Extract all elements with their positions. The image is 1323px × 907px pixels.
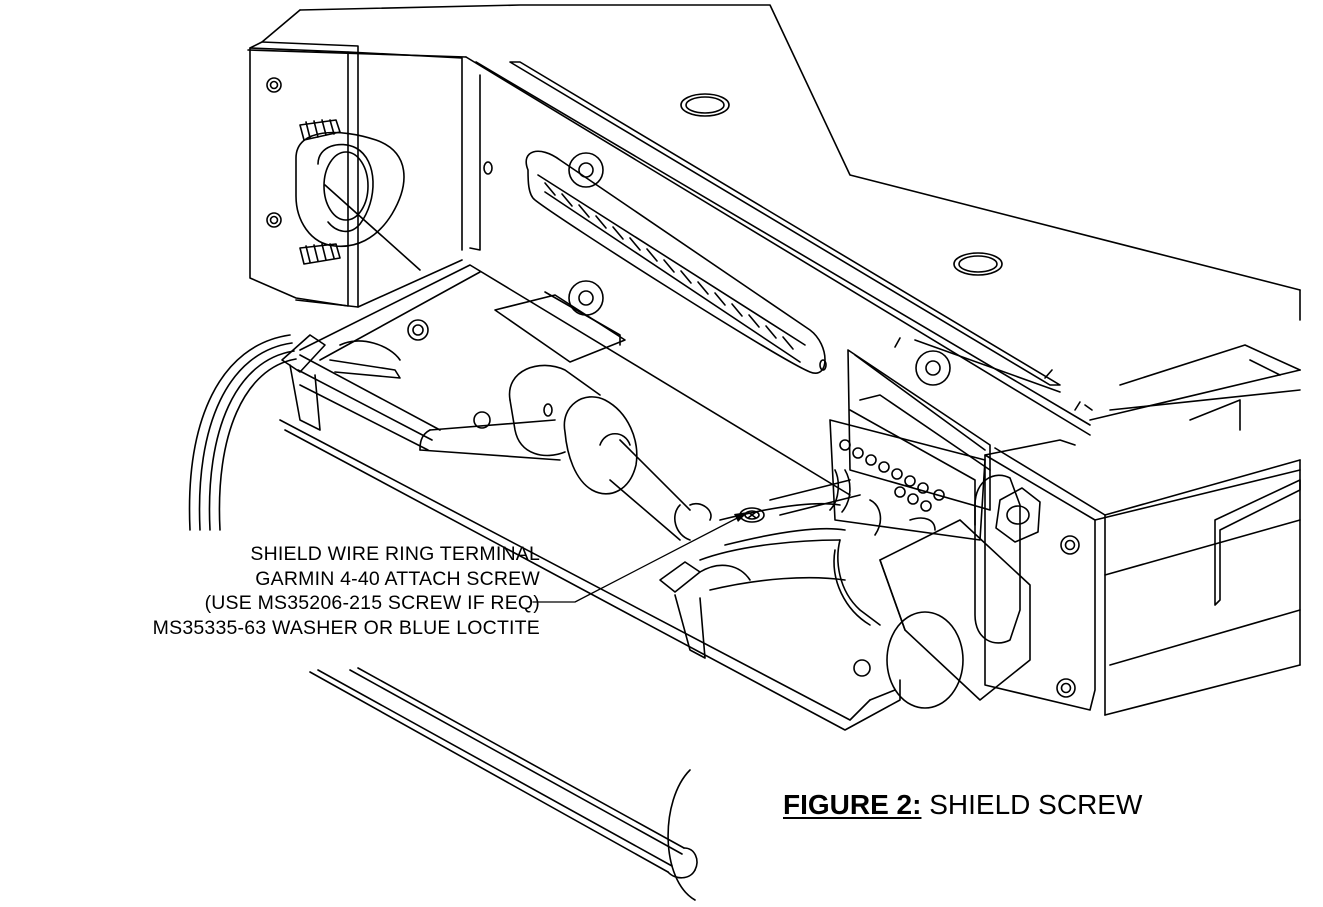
front-bezel [984, 439, 1301, 716]
callout-text: SHIELD WIRE RING TERMINAL GARMIN 4-40 AT… [100, 542, 540, 640]
multipin-connector [829, 349, 991, 541]
left-bracket [249, 41, 463, 308]
callout-leader [532, 513, 746, 603]
callout-line-1: SHIELD WIRE RING TERMINAL [250, 543, 540, 565]
cable-tie-1 [281, 334, 326, 431]
lower-wires [309, 667, 698, 901]
tray-floor [279, 264, 901, 731]
leader-arrowhead [734, 512, 748, 522]
coax-cable [419, 364, 712, 541]
figure-label: FIGURE 2: [783, 789, 922, 820]
shield-cable [699, 479, 861, 591]
callout-line-3: (USE MS35206-215 SCREW IF REQ) [204, 592, 540, 614]
rear-connector [324, 74, 827, 374]
wire-bundle-left [188, 334, 441, 531]
tray-top-plate [247, 4, 1301, 436]
figure-caption: FIGURE 2: SHIELD SCREW [783, 789, 1142, 821]
callout-line-2: GARMIN 4-40 ATTACH SCREW [255, 567, 540, 590]
figure-title: SHIELD SCREW [921, 789, 1143, 820]
cable-tie-2 [659, 561, 751, 659]
callout-line-4: MS35335-63 WASHER OR BLUE LOCTITE [152, 616, 540, 639]
stud-top [299, 119, 341, 141]
stud-bottom [299, 243, 341, 265]
bnc-connector [833, 474, 1041, 709]
